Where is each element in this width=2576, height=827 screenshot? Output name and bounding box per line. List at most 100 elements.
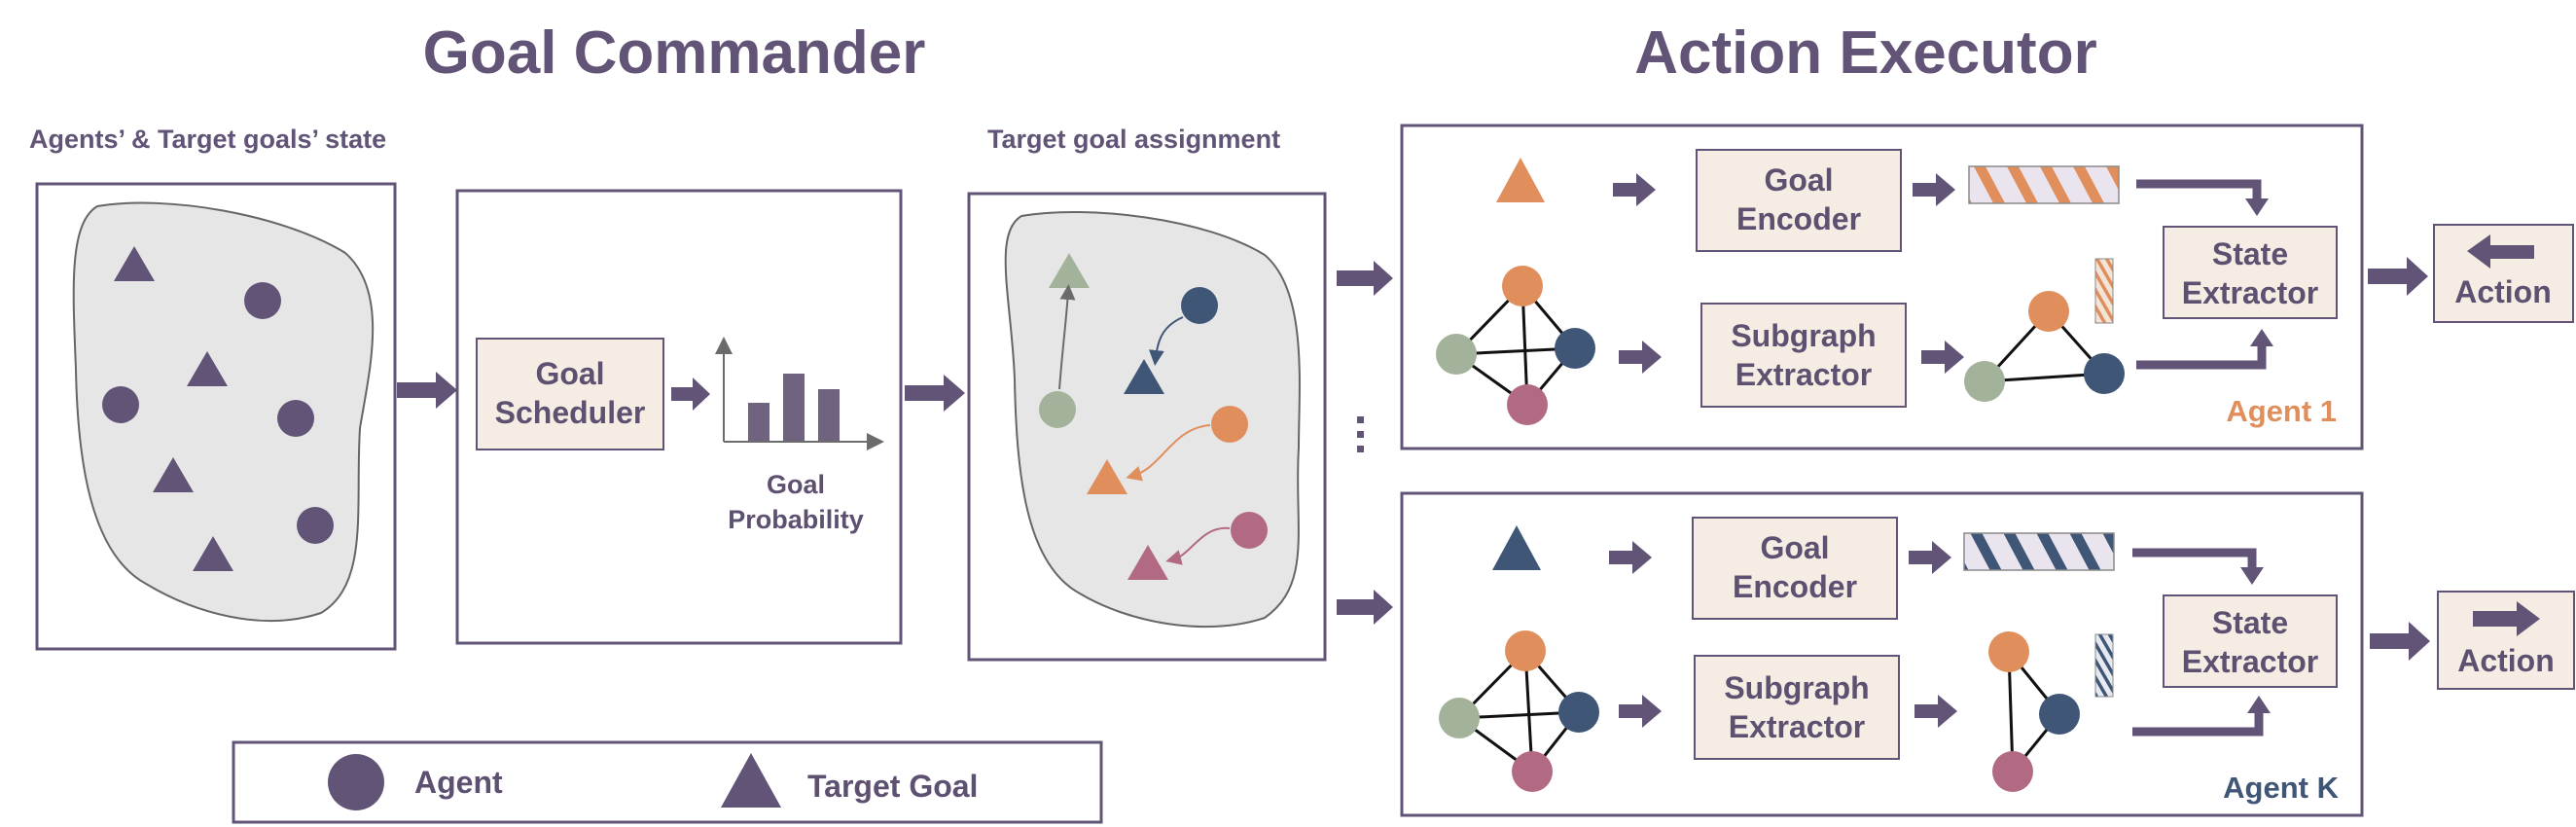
merge-connector <box>2136 345 2267 370</box>
flow-arrow <box>1909 541 1951 574</box>
right-arrow-icon <box>2473 601 2540 636</box>
flow-arrow <box>1914 695 1957 728</box>
target-goal-triangle-navy <box>1492 525 1541 570</box>
flow-arrow <box>2370 622 2430 661</box>
subgraph-extractor-box <box>1694 655 1900 760</box>
subgraph-extractor-label: Extractor <box>1729 709 1866 744</box>
flow-arrow <box>671 378 710 411</box>
target-goal-legend-icon <box>721 753 781 808</box>
subgraph-embedding-bar <box>2094 258 2114 324</box>
goal-probability-label: Goal <box>767 470 825 499</box>
action-executor-title: Action Executor <box>1634 19 2096 87</box>
action-box <box>2433 224 2574 323</box>
state-extractor-box <box>2163 226 2338 319</box>
flow-arrow <box>905 375 965 412</box>
goal-scheduler-label: Scheduler <box>495 395 646 430</box>
agent-circle <box>244 282 281 319</box>
action-label: Action <box>2457 643 2555 678</box>
flow-arrow <box>2368 257 2428 296</box>
assignment-caption: Target goal assignment <box>987 125 1280 154</box>
left-arrow-icon <box>2467 234 2534 269</box>
flow-arrow <box>1613 173 1656 206</box>
subgraph-extractor-label: Subgraph <box>1731 318 1876 353</box>
agent-k-label: Agent K <box>2223 771 2339 805</box>
assignment-arrow <box>1126 424 1211 482</box>
flow-arrow <box>1619 695 1662 728</box>
target-goal-triangle-sage <box>1049 253 1090 288</box>
subgraph-extractor-label: Extractor <box>1735 357 1873 392</box>
action-label: Action <box>2454 274 2552 309</box>
subgraph-extractor-label: Subgraph <box>1724 670 1869 705</box>
goal-encoder-label: Encoder <box>1733 569 1857 604</box>
agent-circle-navy <box>1181 287 1218 324</box>
probability-bar <box>783 374 805 441</box>
legend-agent-label: Agent <box>414 765 503 800</box>
merge-connector <box>2132 548 2257 568</box>
agent-k-executor-panel: Goal Encoder Subgraph Extractor <box>1400 491 2364 817</box>
goal-commander-title: Goal Commander <box>423 19 926 87</box>
flow-arrow <box>1337 261 1393 296</box>
initial-state-panel <box>35 182 397 651</box>
target-goal-triangle-orange <box>1087 459 1127 494</box>
agent-circle <box>102 386 139 423</box>
goal-probability-chart <box>715 337 884 450</box>
goal-scheduler-box <box>476 338 664 450</box>
goal-probability-label: Probability <box>728 505 864 534</box>
state-extractor-label: Extractor <box>2182 275 2319 310</box>
merge-connector <box>2136 179 2262 199</box>
state-extractor-box <box>2163 594 2338 688</box>
probability-bar <box>818 389 840 441</box>
agent-circle-rose <box>1231 512 1268 549</box>
agent-1-executor-panel: Goal Encoder Subgraph Extractor <box>1400 124 2364 450</box>
assignment-arrow <box>1165 526 1231 565</box>
goal-encoder-label: Encoder <box>1736 201 1861 236</box>
flow-arrow <box>1609 541 1652 574</box>
state-extractor-label: State <box>2212 605 2288 640</box>
goal-embedding-bar <box>1968 165 2120 204</box>
agent-circle-sage <box>1039 391 1076 428</box>
state-extractor-label: Extractor <box>2182 644 2319 679</box>
goal-assignment-panel <box>967 192 1327 662</box>
flow-arrow <box>1337 590 1393 625</box>
ellipsis-icon <box>1357 416 1364 452</box>
goal-encoder-box <box>1696 149 1902 252</box>
action-box <box>2437 591 2575 690</box>
assignment-arrow <box>1058 284 1076 390</box>
target-goal-triangle <box>187 351 228 386</box>
flow-arrow <box>397 372 457 409</box>
goal-encoder-label: Goal <box>1760 530 1829 565</box>
agent-k-action: Action <box>2437 591 2575 690</box>
goal-encoder-box <box>1692 517 1898 620</box>
legend: Agent Target Goal <box>232 740 1103 824</box>
flow-arrow <box>1921 341 1964 374</box>
goal-encoder-label: Goal <box>1764 162 1833 198</box>
goal-embedding-bar <box>1963 532 2115 571</box>
state-extractor-label: State <box>2212 236 2288 271</box>
flow-arrow <box>1913 173 1955 206</box>
agent-1-label: Agent 1 <box>2226 394 2337 428</box>
agent-subgraph <box>1988 631 2080 792</box>
target-goal-triangle-orange <box>1496 158 1545 202</box>
probability-bar <box>748 403 769 441</box>
state-caption: Agents’ & Target goals’ state <box>29 125 386 154</box>
assignment-arrow <box>1148 316 1184 366</box>
agent-graph <box>1436 266 1595 425</box>
assignment-region-blob <box>1004 210 1301 629</box>
subgraph-extractor-box <box>1700 303 1907 408</box>
goal-scheduler-label: Goal <box>535 356 604 391</box>
agent-1-action: Action <box>2433 224 2574 323</box>
subgraph-embedding-bar <box>2094 633 2114 698</box>
target-goal-triangle-rose <box>1127 545 1168 580</box>
state-region-blob <box>72 201 375 623</box>
target-goal-triangle <box>193 536 233 571</box>
target-goal-triangle-navy <box>1124 359 1164 394</box>
merge-connector <box>2132 712 2264 737</box>
target-goal-triangle <box>114 246 155 281</box>
agent-circle <box>277 400 314 437</box>
goal-scheduler-panel: Goal Scheduler Goal Probability <box>455 189 903 645</box>
agent-circle-orange <box>1211 406 1248 443</box>
agent-subgraph <box>1964 291 2125 402</box>
agent-graph <box>1439 630 1599 792</box>
target-goal-triangle <box>153 457 194 492</box>
